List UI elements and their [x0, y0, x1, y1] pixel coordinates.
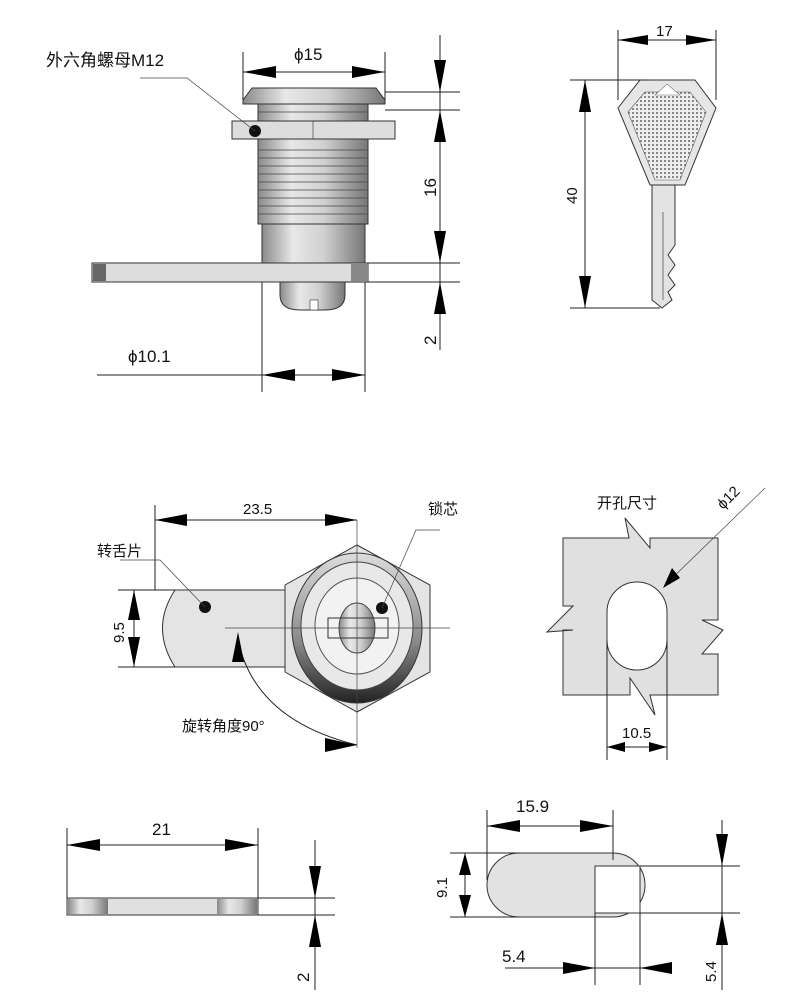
- tongue-label: 转舌片: [97, 543, 142, 560]
- off5-4-h-label: 5.4: [502, 947, 526, 966]
- hex-nut: [231, 120, 396, 140]
- arrow-icon: [434, 60, 446, 92]
- square-hole: [594, 865, 641, 914]
- w10-5-label: 10.5: [622, 725, 651, 742]
- len23-5-label: 23.5: [243, 501, 272, 518]
- front-view-leader-lines: [120, 529, 440, 609]
- len23-5-dimension-line: [154, 505, 357, 590]
- tongue-side-end-right: [217, 899, 257, 914]
- key-len-label: 40: [564, 187, 581, 204]
- lock-core-label: 锁芯: [428, 501, 458, 518]
- arrow-icon: [563, 962, 595, 974]
- key-view: 17 40: [564, 23, 717, 309]
- arrow-icon: [459, 895, 471, 917]
- dia12-leader-line: [664, 487, 766, 586]
- key-blade: [651, 184, 676, 309]
- cutout-label: 开孔尺寸: [597, 495, 657, 512]
- arrow-icon: [649, 742, 667, 752]
- dia15-label: ϕ15: [294, 45, 322, 64]
- arrow-icon: [487, 820, 520, 832]
- arrow-icon: [67, 839, 100, 851]
- arrow-icon: [325, 514, 357, 526]
- cutout-view: 开孔尺寸 ϕ12 10.5: [545, 483, 766, 760]
- height-dimension-lines: [345, 35, 460, 350]
- dia12-label: ϕ12: [714, 483, 744, 513]
- arrow-icon: [128, 590, 140, 620]
- tongue: [162, 589, 286, 668]
- plate-end-right: [351, 264, 367, 281]
- len15-9-label: 15.9: [516, 797, 549, 816]
- thk2-bottom-dimension-line: [258, 840, 335, 990]
- tongue-plate: [91, 262, 369, 283]
- dia10-1-dimension-line: [97, 282, 366, 392]
- arrow-icon: [434, 282, 446, 314]
- arrow-icon: [607, 742, 625, 752]
- arrow-icon: [128, 637, 140, 667]
- tongue-side-end-left: [68, 899, 108, 914]
- arrow-icon: [262, 369, 295, 381]
- hex-nut-leader-line: [140, 77, 256, 132]
- key-grip-texture: [627, 91, 707, 181]
- key-hole: [654, 83, 681, 96]
- arrow-icon: [243, 66, 276, 78]
- side-view: 外六角螺母M12 ϕ15 16 2 ϕ10.1: [46, 35, 460, 392]
- arrow-icon: [618, 35, 648, 45]
- screw-slot: [309, 299, 319, 311]
- arrow-icon: [325, 738, 357, 752]
- off5-4-v-label: 5.4: [703, 961, 720, 982]
- center-lines: [225, 520, 450, 748]
- arrow-icon: [579, 276, 591, 308]
- len21-label: 21: [152, 820, 171, 839]
- thk2-bottom-label: 2: [294, 973, 313, 982]
- arrow-icon: [309, 915, 321, 947]
- w9-5-label: 9.5: [111, 622, 128, 643]
- dia10-1-label: ϕ10.1: [128, 347, 171, 366]
- arrow-icon: [332, 369, 365, 381]
- hex-nut-label: 外六角螺母M12: [46, 51, 164, 70]
- arrow-icon: [640, 962, 672, 974]
- arrow-icon: [352, 66, 385, 78]
- plate-end-left: [93, 264, 106, 281]
- arrow-icon: [225, 839, 258, 851]
- screw-head: [279, 281, 346, 311]
- arrow-icon: [716, 913, 728, 945]
- len16-label: 16: [421, 178, 440, 197]
- arrow-icon: [686, 35, 716, 45]
- tongue-top-view: 15.9 9.1 5.4 5.4: [434, 797, 740, 990]
- arrow-icon: [434, 231, 446, 263]
- arrow-icon: [459, 853, 471, 875]
- w9-1-label: 9.1: [434, 877, 451, 898]
- rotation-arc: [237, 639, 358, 746]
- cylinder: [261, 223, 366, 265]
- front-view: 转舌片 锁芯 23.5 9.5 旋转角度90°: [97, 501, 458, 752]
- thread-lines: [258, 111, 368, 215]
- arrow-icon: [309, 866, 321, 898]
- arrow-icon: [579, 80, 591, 112]
- flange: [242, 87, 386, 105]
- arrow-icon: [434, 110, 446, 142]
- arrow-icon: [663, 568, 680, 588]
- cutout-hole: [606, 581, 668, 671]
- off5-4-h-dimension-line: [505, 913, 670, 985]
- thk2-top-label: 2: [421, 336, 440, 345]
- rotation-label: 旋转角度90°: [182, 718, 265, 735]
- tongue-side-view: 21 2: [66, 820, 335, 990]
- tongue-side: [66, 897, 259, 916]
- arrow-icon: [580, 820, 613, 832]
- arrow-icon: [155, 514, 187, 526]
- arrow-icon: [716, 834, 728, 866]
- key-width-label: 17: [656, 23, 673, 40]
- arrow-icon: [232, 632, 244, 662]
